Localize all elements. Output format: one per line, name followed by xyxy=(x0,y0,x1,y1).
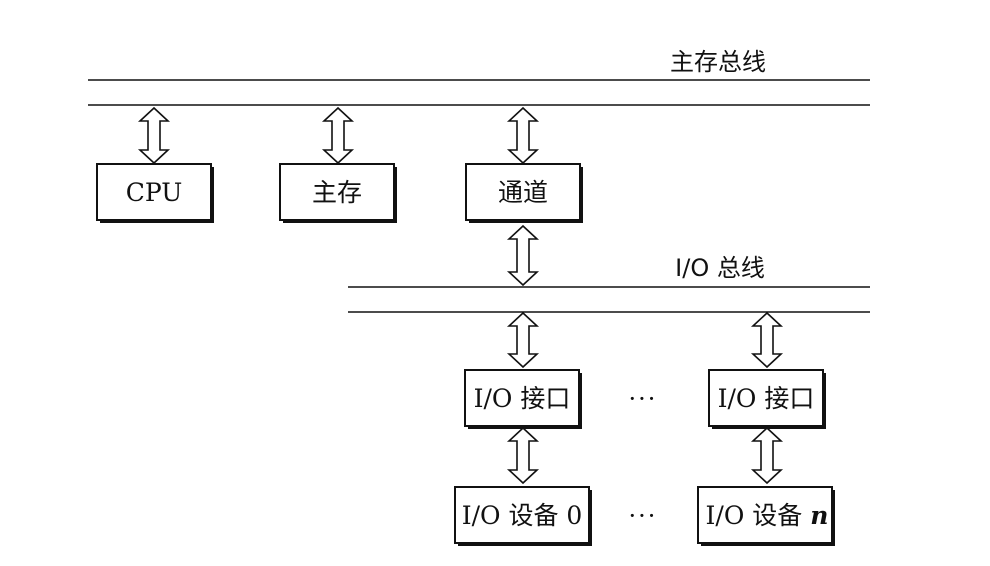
main-memory-bus: 主存总线 xyxy=(88,48,870,106)
io-interface-last-box: I/O 接口 xyxy=(708,369,826,429)
channel-io-bus-arrow xyxy=(506,224,540,287)
cpu-label: CPU xyxy=(126,178,183,207)
io-interface-first-label: I/O 接口 xyxy=(474,384,571,413)
interface-device-last-arrow xyxy=(750,426,784,485)
interfaces-ellipsis: ··· xyxy=(629,385,658,413)
main-memory-bus-arrow xyxy=(321,106,355,165)
main-memory-box: 主存 xyxy=(279,163,397,223)
channel-label: 通道 xyxy=(498,178,548,207)
io-device-last-prefix: I/O 设备 xyxy=(706,501,811,530)
io-device-first-label: I/O 设备 0 xyxy=(462,501,583,530)
io-device-last-box: I/O 设备 n xyxy=(697,486,835,546)
io-interface-first-box: I/O 接口 xyxy=(464,369,582,429)
channel-bus-arrow xyxy=(506,106,540,165)
cpu-bus-arrow xyxy=(137,106,171,165)
io-device-last-index: n xyxy=(810,501,828,530)
main-memory-label: 主存 xyxy=(312,178,362,207)
main-bus-arrows xyxy=(137,106,540,165)
main-bus-label: 主存总线 xyxy=(670,48,766,76)
devices-ellipsis: ··· xyxy=(629,502,658,530)
channel-box: 通道 xyxy=(465,163,583,223)
io-bus-interface-last-arrow xyxy=(750,311,784,369)
io-bus-interface-first-arrow xyxy=(506,311,540,369)
io-device-last-label: I/O 设备 n xyxy=(706,501,829,530)
interface-device-first-arrow xyxy=(506,426,540,485)
io-interface-last-label: I/O 接口 xyxy=(718,384,815,413)
io-bus-label: I/O 总线 xyxy=(675,254,765,282)
io-device-first-box: I/O 设备 0 xyxy=(454,486,592,546)
cpu-box: CPU xyxy=(96,163,214,223)
io-bus: I/O 总线 xyxy=(348,254,870,313)
